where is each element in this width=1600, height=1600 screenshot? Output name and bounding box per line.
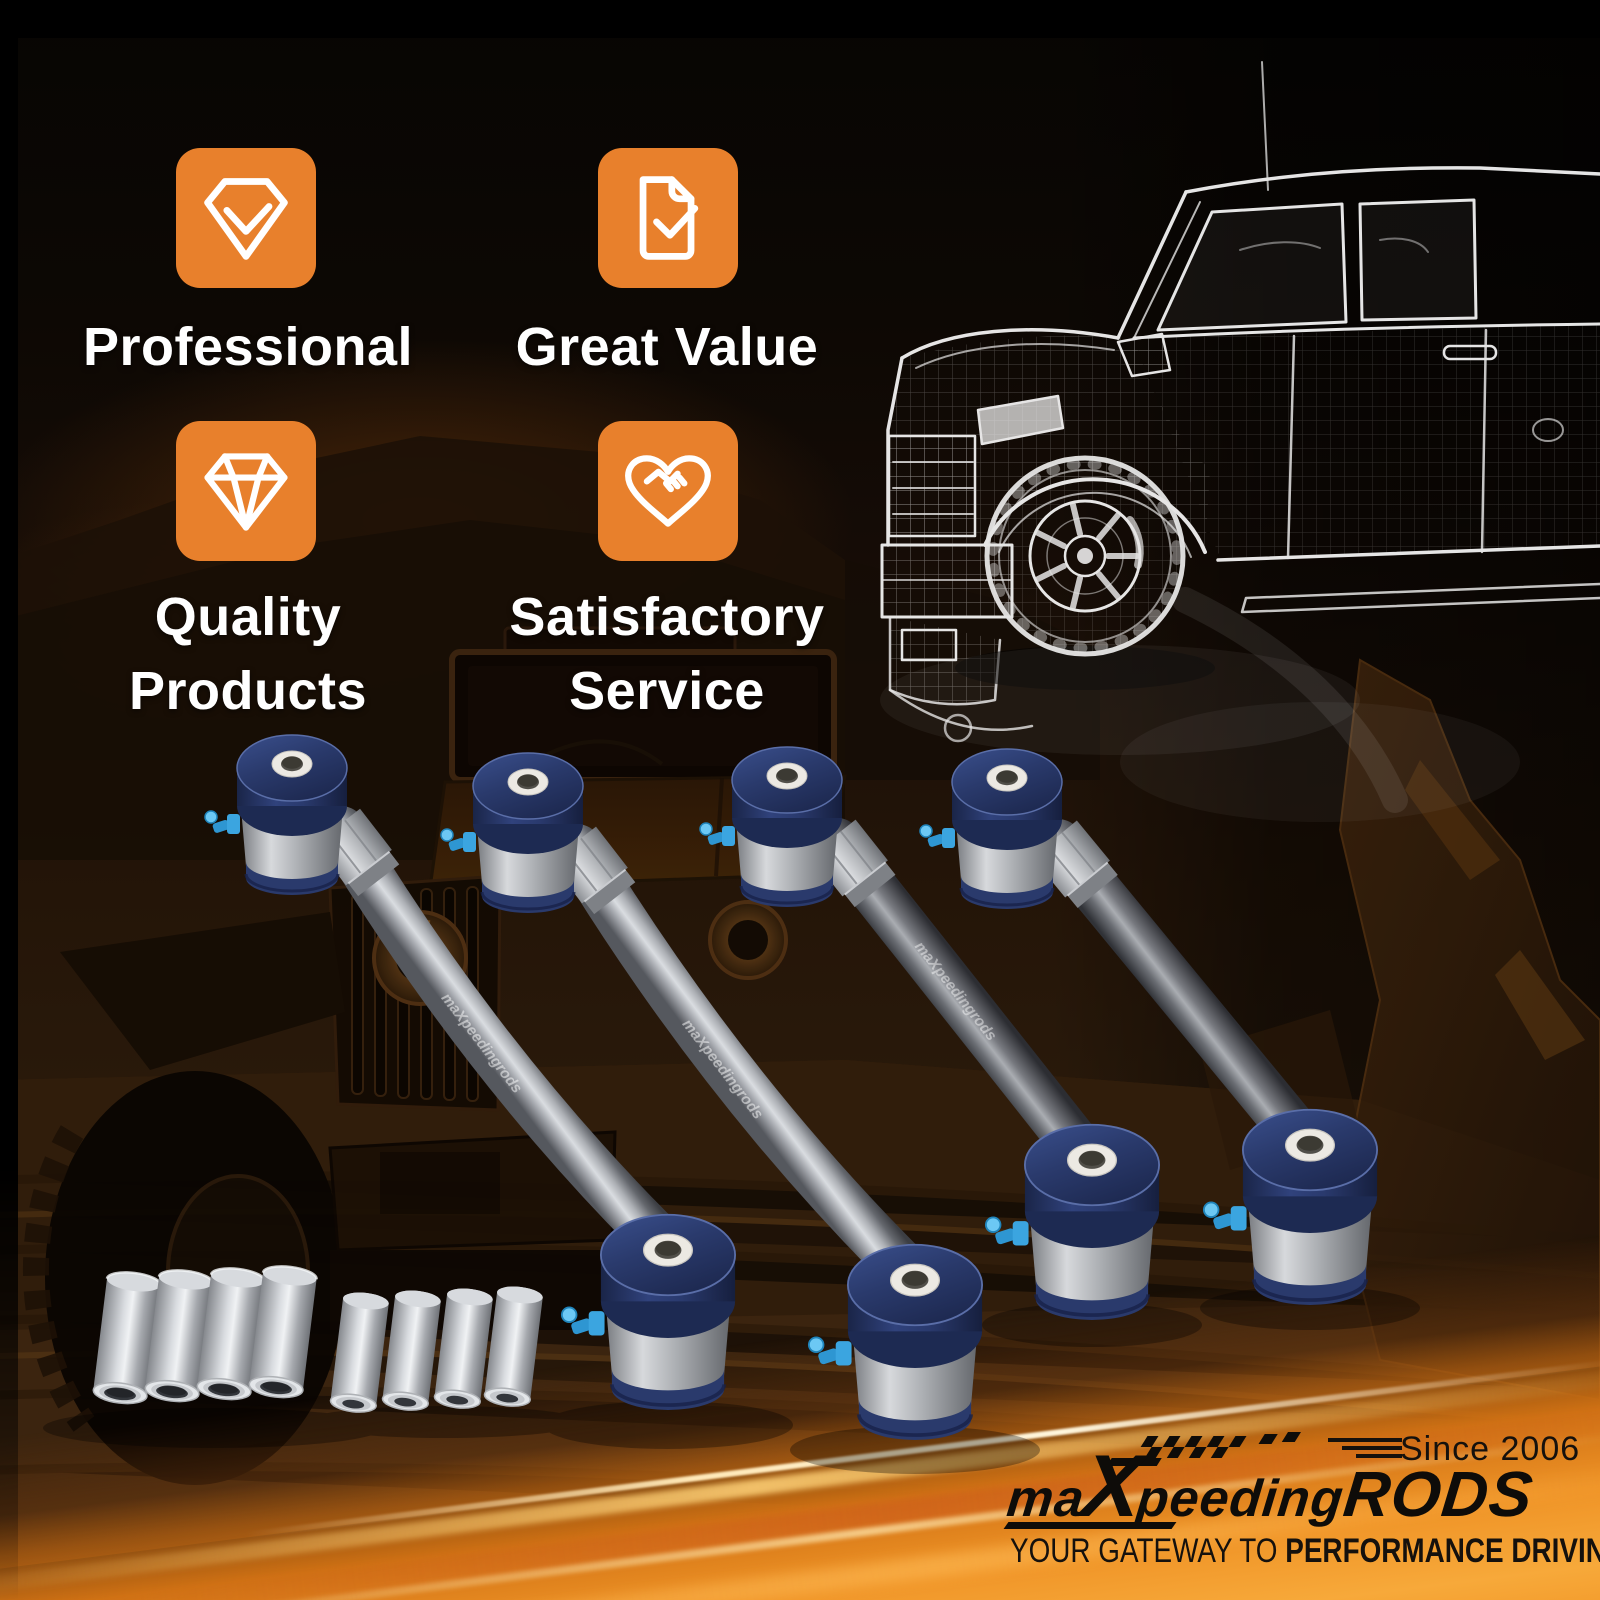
tagline-regular: YOUR GATEWAY TO [1010, 1532, 1286, 1570]
speed-lines-icon [1328, 1438, 1402, 1458]
badge-label-line: Satisfactory [509, 587, 825, 647]
badge-label-line: Service [569, 661, 765, 721]
heart-handshake-icon [625, 455, 711, 527]
logo-underline [1003, 1522, 1177, 1529]
logo-rods: RODS [1340, 1458, 1537, 1530]
document-check-icon [639, 176, 699, 260]
badge-label: Professional [8, 310, 488, 384]
great-value-badge [598, 148, 738, 288]
badge-label-line: Products [128, 661, 368, 721]
badge-label: Great Value [447, 310, 887, 384]
satisfactory-service-badge [598, 421, 738, 561]
badge-label: Satisfactory Service [447, 580, 887, 728]
brand-tagline: YOUR GATEWAY TO PERFORMANCE DRIVING [1010, 1532, 1600, 1571]
since-label: Since 2006 [1400, 1430, 1581, 1468]
diamond-check-icon [204, 178, 288, 260]
badge-label-line: Great Value [515, 317, 819, 377]
professional-badge [176, 148, 316, 288]
top-black-bar [0, 0, 1600, 38]
brand-logo-block: Since 2006 maXpeedingRODS YOUR GATEWAY T… [1003, 1392, 1600, 1582]
tagline-bold: PERFORMANCE DRIVING [1285, 1532, 1600, 1570]
left-black-bar [0, 38, 18, 1600]
quality-products-badge [176, 421, 316, 561]
badge-label: Quality Products [8, 580, 488, 728]
control-arm [920, 749, 1377, 1305]
product-shadows [43, 1286, 1420, 1474]
spacer-sleeves-large [90, 1262, 319, 1408]
badge-label-line: Quality [154, 587, 342, 647]
badge-label-line: Professional [82, 317, 414, 377]
spacer-sleeves-small [328, 1283, 545, 1416]
diamond-icon [204, 453, 288, 531]
wireframe-truck-graphic [880, 61, 1600, 822]
checkered-flag-icon [1106, 1432, 1301, 1466]
